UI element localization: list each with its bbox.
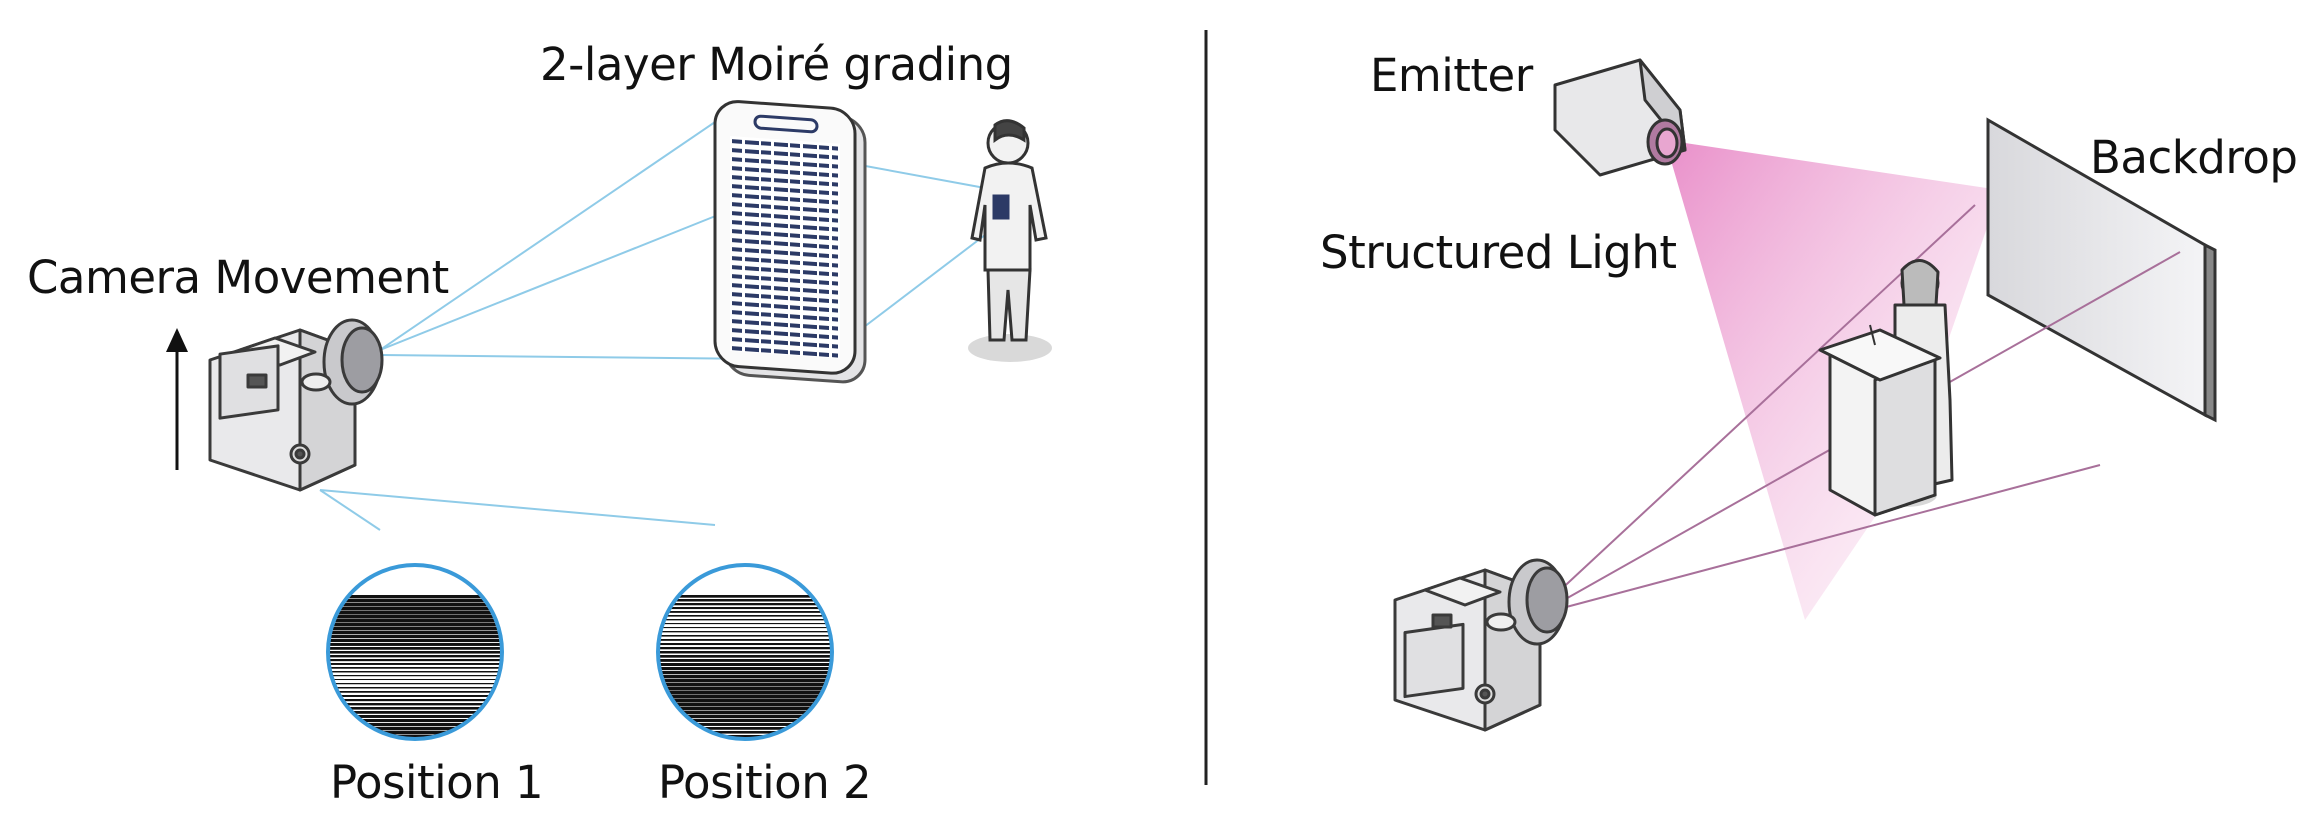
backdrop-label: Backdrop <box>2090 131 2298 184</box>
position-1-label: Position 1 <box>330 756 544 809</box>
camera-right <box>1393 558 1569 732</box>
position-2-label: Position 2 <box>658 756 872 809</box>
emitter-label: Emitter <box>1370 49 1533 102</box>
magnifier-position-1 <box>326 563 504 741</box>
moire-grating <box>713 100 867 384</box>
magnifier-position-2 <box>656 563 834 741</box>
camera-movement-label: Camera Movement <box>27 251 449 304</box>
camera-left <box>208 318 384 492</box>
movement-arrow <box>166 328 188 470</box>
sight-lines <box>319 119 986 531</box>
structured-light-label: Structured Light <box>1320 226 1677 279</box>
backdrop-screen <box>1986 117 2217 423</box>
speaker-at-podium <box>1818 259 1954 517</box>
grating-label: 2-layer Moiré grading <box>540 38 1013 91</box>
person-figure <box>968 119 1052 362</box>
emitter-device <box>1553 58 1687 177</box>
